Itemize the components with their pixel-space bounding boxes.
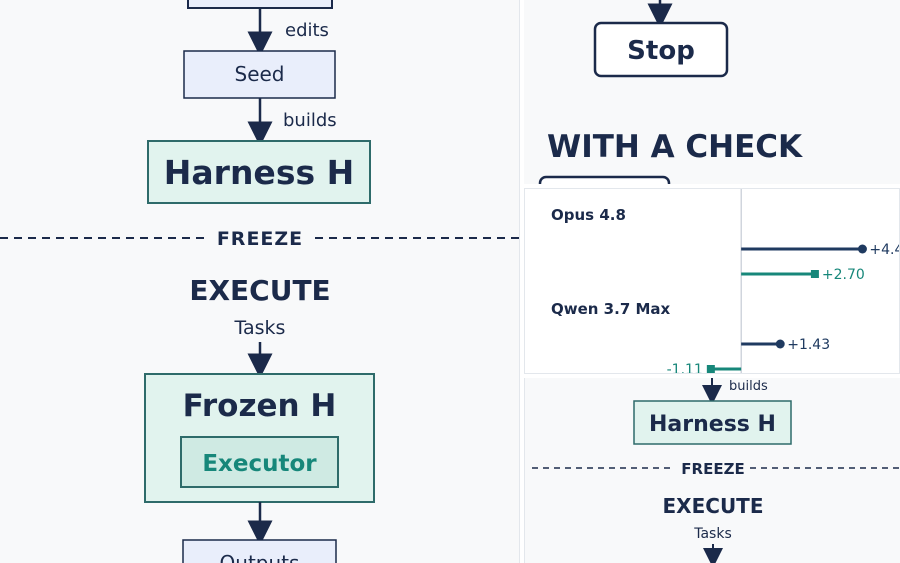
seed-label: Seed <box>235 62 285 86</box>
check-box[interactable] <box>538 175 671 184</box>
execute-heading: EXECUTE <box>189 274 330 307</box>
pipeline-diagram: edits Seed builds Harness H FREEZE EXECU… <box>0 0 519 563</box>
tasks-label: Tasks <box>234 317 286 339</box>
harness-label: Harness H <box>164 153 354 192</box>
executor-box[interactable] <box>180 436 339 488</box>
stop-panel: Stop WITH A CHECK <box>524 0 900 184</box>
outputs-label: Outputs <box>220 551 300 563</box>
stop-label: Stop <box>627 36 695 66</box>
value-point-1-0 <box>775 339 785 349</box>
stop-box[interactable] <box>593 21 729 78</box>
builds-label: builds <box>283 110 337 131</box>
chart-panel: Opus 4.8 Qwen 3.7 Max +4.44+2.70 +1.43 -1.… <box>524 188 900 374</box>
check-heading: WITH A CHECK <box>547 129 803 165</box>
mini-execute-heading: EXECUTE <box>663 494 764 518</box>
frozen-label: Frozen H <box>183 388 337 424</box>
data-label-0-1: +2.70 <box>822 267 865 283</box>
mini-pipeline-diagram: builds Harness H FREEZE EXECUTE Tasks <box>532 378 900 563</box>
edits-label: edits <box>285 20 329 41</box>
mini-freeze-label: FREEZE <box>681 460 744 478</box>
mini-tasks-label: Tasks <box>693 526 732 542</box>
value-point-0-1 <box>810 270 819 278</box>
freeze-label: FREEZE <box>217 228 303 250</box>
top-box[interactable] <box>187 0 333 9</box>
outputs-box[interactable] <box>182 539 337 563</box>
mini-builds-label: builds <box>729 379 768 394</box>
group-label-qwen: Qwen 3.7 Max <box>551 300 671 318</box>
harness-box[interactable] <box>147 140 371 204</box>
mini-pipeline-panel: builds Harness H FREEZE EXECUTE Tasks <box>524 378 900 563</box>
mini-harness-box[interactable] <box>633 400 792 445</box>
value-point-1-1 <box>706 365 715 373</box>
mini-harness-label: Harness H <box>649 412 776 437</box>
value-point-0-0 <box>857 244 867 254</box>
dot-range-chart: Opus 4.8 Qwen 3.7 Max +4.44+2.70 +1.43 -1.… <box>551 189 899 373</box>
data-label-0-0: +4.44 <box>869 242 899 258</box>
executor-label: Executor <box>202 451 317 477</box>
data-label-1-0: +1.43 <box>787 337 830 353</box>
stop-diagram: Stop WITH A CHECK <box>538 0 803 184</box>
data-label-1-1: -1.11 <box>667 362 703 373</box>
group-label-opus: Opus 4.8 <box>551 206 626 224</box>
pipeline-panel: edits Seed builds Harness H FREEZE EXECU… <box>0 0 520 563</box>
